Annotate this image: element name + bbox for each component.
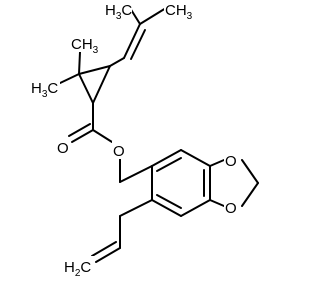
- label-dioxole-oxygen-top: O: [225, 153, 237, 170]
- bond-ch2-to-ring: [119, 165, 153, 183]
- bond-ring-left: [78, 73, 94, 104]
- bond-allyl-double-inner: [91, 241, 117, 257]
- bond-ring-to-o-top-2: [209, 159, 225, 167]
- bond-alkene-to-ring: [109, 57, 125, 67]
- label-methyl-top-right: CH3: [165, 2, 193, 22]
- bond-benzene-2: [180, 149, 211, 167]
- bond-benzene-4: [180, 199, 211, 217]
- structure-canvas: H3C CH3 CH3 H3C O O O O H2C: [30, 0, 259, 279]
- bond-ring-to-allyl: [119, 199, 153, 217]
- label-ester-oxygen: O: [113, 143, 125, 160]
- bond-benzene-5: [151, 199, 182, 217]
- bond-alkene-double: [123, 23, 141, 59]
- label-gem-methyl-b: H3C: [31, 80, 58, 100]
- bond-ring-right: [92, 65, 111, 104]
- bond-allyl-double: [95, 247, 121, 263]
- bonds: [57, 7, 259, 263]
- label-dioxole-oxygen-bottom: O: [225, 200, 237, 217]
- bond-o-bottom-to-ch2: [241, 182, 259, 207]
- bond-benzene-1: [151, 149, 182, 167]
- bond-ring-top: [78, 65, 111, 75]
- atom-labels: H3C CH3 CH3 H3C O O O O H2C: [30, 0, 240, 279]
- label-methyl-top-left: H3C: [105, 2, 132, 22]
- bond-carbonyl-double: [71, 129, 94, 143]
- bond-carbonyl-double-inner: [68, 123, 91, 137]
- label-carbonyl-oxygen: O: [57, 140, 69, 157]
- bond-gem-methyl-a: [78, 51, 81, 75]
- bond-benzene-5-inner: [156, 194, 182, 209]
- bond-gem-methyl-b: [57, 73, 80, 85]
- bond-carbonyl-to-ether-o: [92, 129, 113, 143]
- label-gem-methyl-a: CH3: [71, 36, 99, 56]
- bond-benzene-1-inner: [156, 157, 182, 172]
- molecule-structure: H3C CH3 CH3 H3C O O O O H2C: [30, 0, 259, 279]
- bond-alkene-double-inner: [130, 29, 146, 60]
- bond-ring-to-o-bottom: [209, 199, 225, 207]
- bond-o-top-to-ch2: [241, 159, 259, 184]
- label-vinyl-terminal: H2C: [64, 259, 91, 279]
- bond-methyl-right: [139, 7, 167, 25]
